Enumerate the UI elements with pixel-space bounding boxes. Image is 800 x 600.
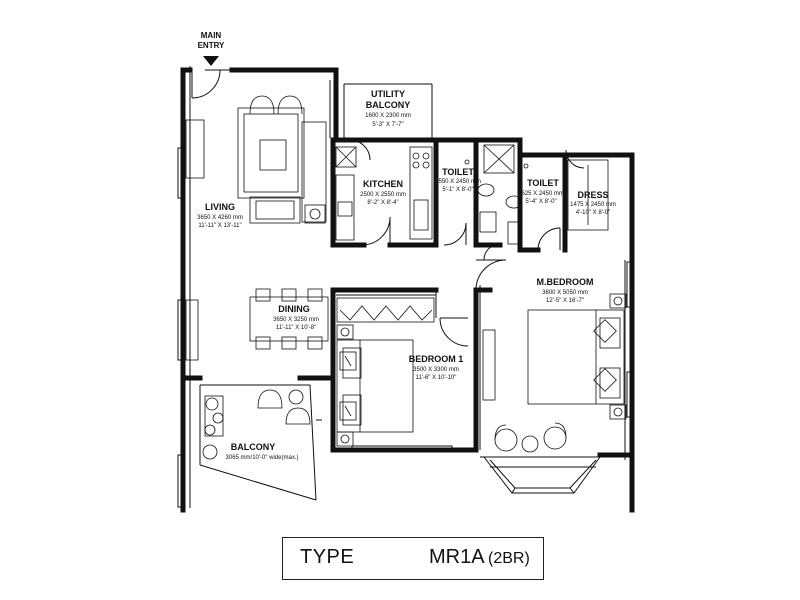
balcony-metric: 3065 mm/10'-0" wide(max.) xyxy=(226,455,299,461)
toilet2-imperial: 5'-4" X 8'-0" xyxy=(525,199,556,205)
entry-arrow xyxy=(203,56,219,66)
utility-metric: 1600 X 2300 mm xyxy=(365,113,411,119)
entry-label-2: ENTRY xyxy=(198,41,225,50)
bedroom1-metric: 3500 X 3300 mm xyxy=(413,367,459,373)
bay-window xyxy=(483,456,601,494)
kitchen-imperial: 8'-2" X 8'-4" xyxy=(367,200,398,206)
living-imperial: 11'-11" X 13'-11" xyxy=(198,223,241,229)
interior-doors xyxy=(349,139,585,347)
toilet-fixtures xyxy=(464,144,609,245)
toilet2-name: TOILET xyxy=(527,178,559,188)
toilet1-imperial: 5'-1" X 8'-0" xyxy=(442,187,473,193)
kitchen-name: KITCHEN xyxy=(363,179,403,189)
dining-metric: 3650 X 3250 mm xyxy=(273,317,319,323)
living-name: LIVING xyxy=(205,202,235,212)
living-metric: 3650 X 4260 mm xyxy=(197,215,243,221)
dining-name: DINING xyxy=(278,304,310,314)
labels: MAIN ENTRY LIVING 3650 X 4260 mm 11'-11"… xyxy=(197,31,616,461)
type-sub: (2BR) xyxy=(488,550,530,567)
master-imperial: 12'-5" X 16'-7" xyxy=(546,298,584,304)
windows xyxy=(177,147,633,508)
dress-imperial: 4'-10" X 8'-0" xyxy=(576,210,611,216)
toilet2-metric: 1625 X 2450 mm xyxy=(518,191,564,197)
toilet1-metric: 1550 X 2450 mm xyxy=(435,179,481,185)
type-code: MR1A xyxy=(429,546,485,568)
bedroom1-imperial: 11'-6" X 10'-10" xyxy=(416,375,457,381)
bedroom1-furniture xyxy=(336,297,435,447)
master-metric: 3800 X 5050 mm xyxy=(542,290,588,296)
dress-metric: 1475 X 2450 mm xyxy=(570,202,616,208)
master-furniture xyxy=(482,293,627,453)
kitchen-metric: 2500 X 2550 mm xyxy=(360,192,406,198)
dress-name: DRESS xyxy=(577,190,608,200)
thin-walls xyxy=(189,66,626,508)
living-furniture xyxy=(185,95,327,224)
dining-furniture xyxy=(185,288,329,361)
utility-imperial: 5'-3" X 7'-7" xyxy=(372,122,403,128)
utility-name-1: UTILITY xyxy=(371,89,405,99)
type-label: TYPE xyxy=(300,546,355,568)
entry-door xyxy=(191,69,232,99)
entry-label-1: MAIN xyxy=(201,31,222,40)
utility-name-2: BALCONY xyxy=(366,100,411,110)
balcony-furniture xyxy=(202,389,311,460)
kitchen-furniture xyxy=(335,146,433,241)
toilet1-name: TOILET xyxy=(442,167,474,177)
balcony-name: BALCONY xyxy=(231,442,276,452)
master-name: M.BEDROOM xyxy=(537,277,594,287)
type-box xyxy=(282,537,544,580)
bedroom1-name: BEDROOM 1 xyxy=(409,354,464,364)
dining-imperial: 11'-11" X 10'-8" xyxy=(276,325,316,331)
